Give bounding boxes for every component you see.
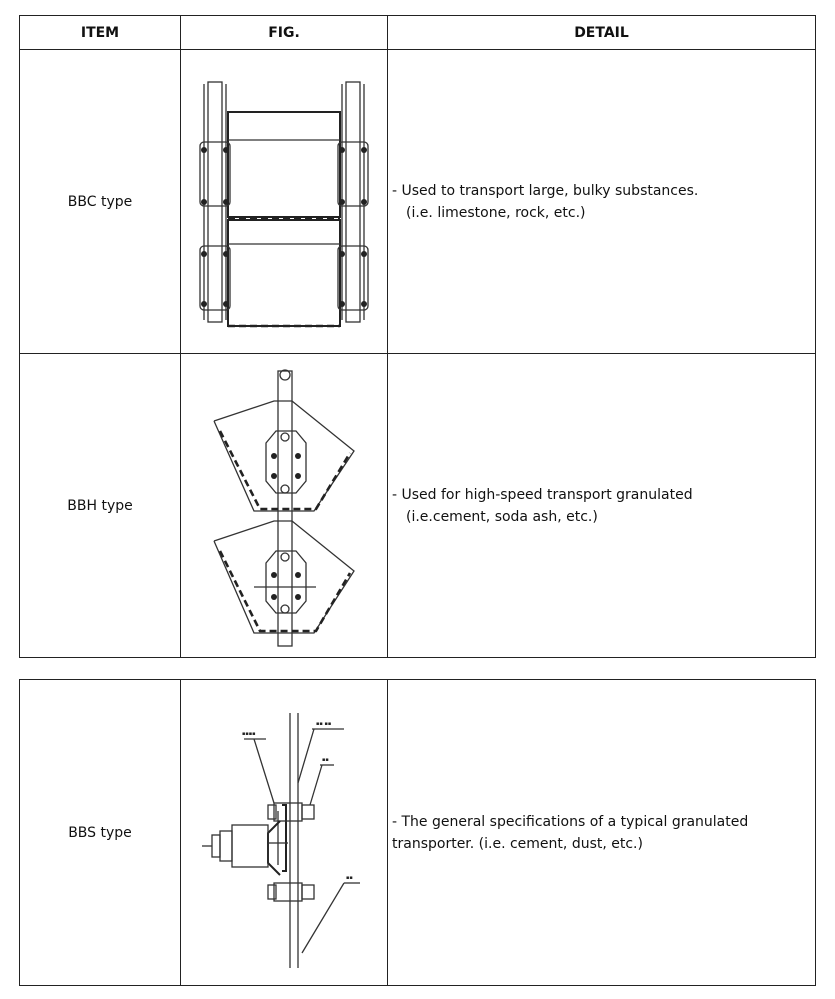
bbs-bucket-drawing: ▪▪▪▪ ▪▪ ▪▪ ▪▪ ▪▪ <box>202 712 360 968</box>
detail-bbh-line1: - Used for high-speed transport granulat… <box>392 486 693 503</box>
detail-bbs-line2: transporter. (i.e. cement, dust, etc.) <box>392 835 643 852</box>
figure-bbc <box>180 49 388 354</box>
detail-bbc-line1: - Used to transport large, bulky substan… <box>392 182 699 199</box>
bbc-bucket-drawing <box>199 80 369 327</box>
table-row-bbs: BBS type <box>19 679 816 986</box>
table-row-bbc: BBC type <box>19 49 816 354</box>
detail-bbh-line2: (i.e.cement, soda ash, etc.) <box>406 508 598 525</box>
header-fig: FIG. <box>180 15 388 50</box>
svg-text:▪▪: ▪▪ <box>346 875 353 881</box>
detail-bbs-line1: - The general specifications of a typica… <box>392 813 749 830</box>
svg-text:▪▪▪▪: ▪▪▪▪ <box>242 731 256 737</box>
header-row: ITEM FIG. DETAIL <box>19 15 816 50</box>
table-row-bbh: BBH type <box>19 353 816 658</box>
svg-text:▪▪ ▪▪: ▪▪ ▪▪ <box>316 721 331 727</box>
item-bbh: BBH type <box>19 353 181 658</box>
header-detail: DETAIL <box>387 15 816 50</box>
bbh-bucket-drawing <box>213 368 355 647</box>
figure-bbs: ▪▪▪▪ ▪▪ ▪▪ ▪▪ ▪▪ <box>180 679 388 986</box>
bucket-types-table-continued: BBS type <box>19 679 816 986</box>
detail-bbc: - Used to transport large, bulky substan… <box>387 49 816 354</box>
bucket-types-table: ITEM FIG. DETAIL BBC type <box>19 15 816 658</box>
item-bbs: BBS type <box>19 679 181 986</box>
detail-bbh: - Used for high-speed transport granulat… <box>387 353 816 658</box>
detail-bbc-line2: (i.e. limestone, rock, etc.) <box>406 204 586 221</box>
svg-text:▪▪: ▪▪ <box>322 757 329 763</box>
item-bbc: BBC type <box>19 49 181 354</box>
figure-bbh <box>180 353 388 658</box>
header-item: ITEM <box>19 15 181 50</box>
detail-bbs: - The general specifications of a typica… <box>387 679 816 986</box>
